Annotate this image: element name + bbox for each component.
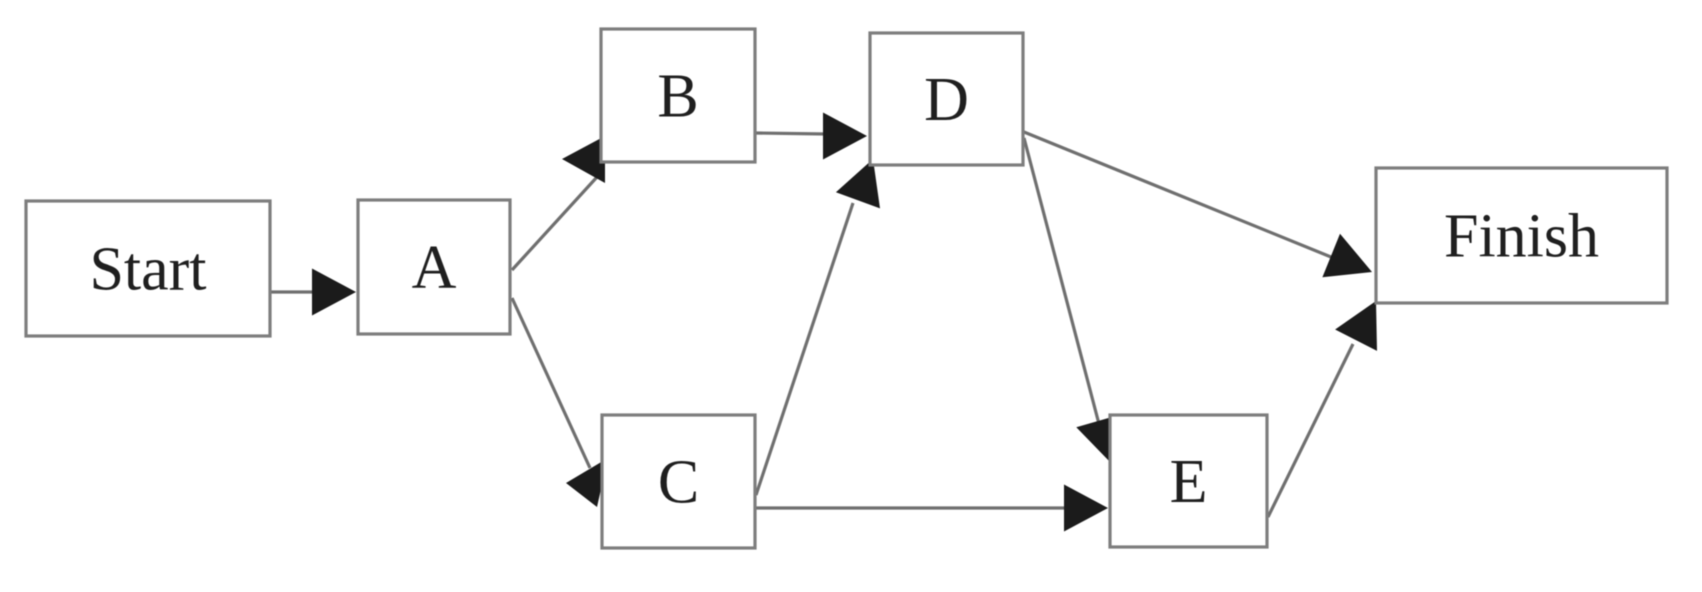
node-box: [599, 27, 757, 164]
edge-arrowhead: [312, 268, 356, 316]
node-label: E: [1170, 448, 1208, 516]
edge-arrowhead: [566, 458, 608, 507]
node-box: [600, 413, 757, 550]
edge-start-a: [270, 268, 356, 316]
node-box: [868, 31, 1025, 167]
edge-d-finish: [1023, 130, 1372, 278]
edge-a-b: [510, 136, 605, 272]
node-e: E: [1108, 413, 1269, 549]
node-b: B: [599, 27, 757, 164]
node-c: C: [600, 413, 757, 550]
node-box: [24, 199, 272, 338]
node-label: D: [924, 66, 969, 134]
edge-line: [1023, 130, 1332, 259]
edge-line: [1022, 137, 1101, 425]
edge-b-d: [754, 112, 867, 160]
node-label: Finish: [1444, 203, 1599, 271]
edge-arrowhead: [1335, 301, 1377, 351]
node-label: B: [657, 63, 698, 131]
node-label: Start: [89, 236, 206, 304]
edge-a-c: [510, 297, 608, 507]
edge-line: [1266, 343, 1355, 518]
node-label: C: [658, 449, 699, 517]
edge-arrowhead: [823, 112, 867, 160]
node-box: [356, 198, 512, 336]
edge-arrowhead: [1322, 233, 1372, 278]
edge-arrowhead: [835, 159, 880, 209]
edge-line: [754, 202, 855, 496]
edge-line: [510, 175, 599, 272]
node-finish: Finish: [1374, 166, 1669, 305]
edge-arrowhead: [562, 136, 605, 183]
edge-line: [754, 131, 827, 136]
node-label: A: [412, 234, 457, 302]
edge-arrowhead: [1064, 484, 1108, 532]
edge-e-finish: [1266, 301, 1377, 518]
node-d: D: [868, 31, 1025, 167]
node-box: [1374, 166, 1669, 305]
edge-line: [510, 297, 592, 469]
edge-c-d: [754, 159, 880, 496]
edge-d-e: [1022, 137, 1122, 463]
node-box: [1108, 413, 1269, 549]
edge-c-e: [755, 484, 1108, 532]
node-a: A: [356, 198, 512, 336]
node-start: Start: [24, 199, 272, 338]
